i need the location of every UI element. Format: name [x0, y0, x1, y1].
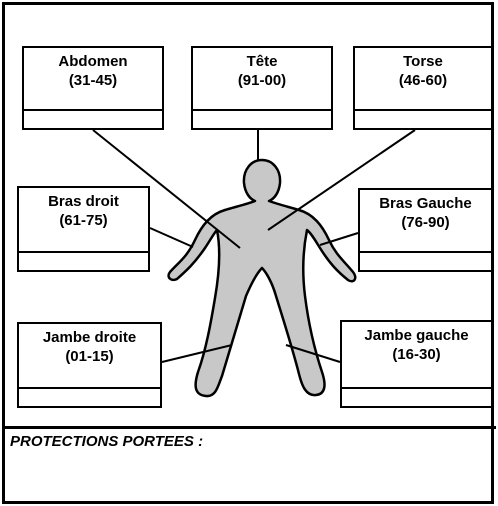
section-divider: [4, 426, 496, 429]
zone-abdomen-field[interactable]: [24, 109, 162, 128]
zone-tete-name: Tête: [193, 52, 331, 71]
protections-field[interactable]: [10, 456, 490, 500]
zone-bras-droit-name: Bras droit: [19, 192, 148, 211]
zone-bras-gauche-field[interactable]: [360, 251, 491, 270]
zone-torse: Torse (46-60): [353, 46, 493, 130]
zone-jambe-gauche-name: Jambe gauche: [342, 326, 491, 345]
zone-abdomen: Abdomen (31-45): [22, 46, 164, 130]
zone-bras-gauche-name: Bras Gauche: [360, 194, 491, 213]
zone-jambe-droite: Jambe droite (01-15): [17, 322, 162, 408]
zone-jambe-gauche-range: (16-30): [342, 345, 491, 364]
zone-bras-droit-range: (61-75): [19, 211, 148, 230]
zone-abdomen-range: (31-45): [24, 71, 162, 90]
zone-torse-range: (46-60): [355, 71, 491, 90]
zone-abdomen-name: Abdomen: [24, 52, 162, 71]
zone-jambe-gauche-field[interactable]: [342, 387, 491, 406]
zone-jambe-droite-name: Jambe droite: [19, 328, 160, 347]
zone-tete-range: (91-00): [193, 71, 331, 90]
protections-label: PROTECTIONS PORTEES :: [10, 433, 203, 450]
zone-torse-name: Torse: [355, 52, 491, 71]
zone-jambe-droite-range: (01-15): [19, 347, 160, 366]
zone-tete-field[interactable]: [193, 109, 331, 128]
zone-torse-field[interactable]: [355, 109, 491, 128]
zone-bras-droit: Bras droit (61-75): [17, 186, 150, 272]
zone-jambe-gauche: Jambe gauche (16-30): [340, 320, 493, 408]
zone-tete: Tête (91-00): [191, 46, 333, 130]
zone-bras-droit-field[interactable]: [19, 251, 148, 270]
zone-bras-gauche-range: (76-90): [360, 213, 491, 232]
zone-jambe-droite-field[interactable]: [19, 387, 160, 406]
zone-bras-gauche: Bras Gauche (76-90): [358, 188, 493, 272]
